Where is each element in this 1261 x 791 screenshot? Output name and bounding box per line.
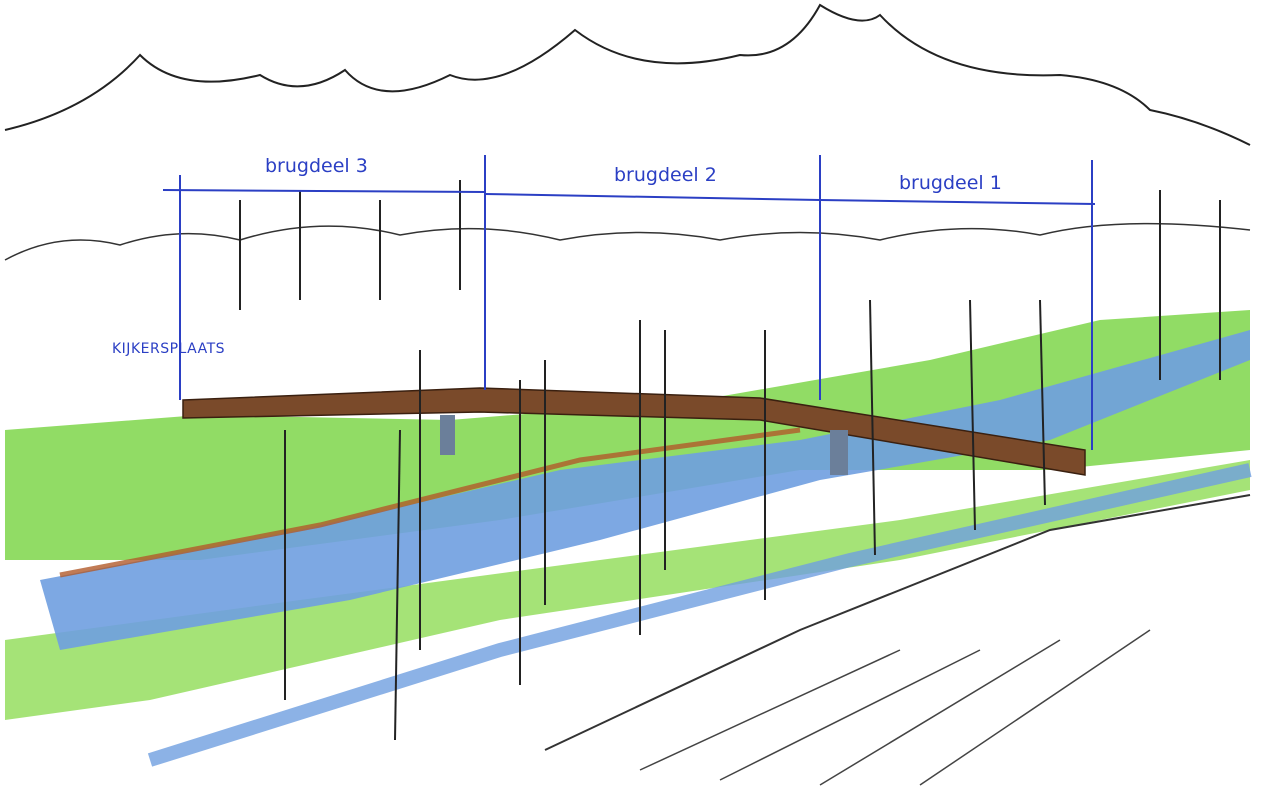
label-brugdeel-1: brugdeel 1 bbox=[899, 172, 1002, 194]
label-kijkersplaats: KIJKERSPLAATS bbox=[112, 341, 226, 357]
bridge-pier bbox=[830, 430, 848, 475]
grass-far bbox=[5, 310, 1250, 560]
label-brugdeel-2: brugdeel 2 bbox=[614, 164, 717, 186]
cloud-outline bbox=[4, 3, 1251, 146]
parking-lines bbox=[639, 629, 1151, 786]
trees bbox=[239, 180, 1221, 741]
treeline bbox=[4, 222, 1251, 261]
label-brugdeel-3: brugdeel 3 bbox=[265, 155, 368, 177]
fence bbox=[544, 494, 1251, 751]
canal-water bbox=[40, 330, 1250, 650]
road-stripe bbox=[147, 463, 1252, 767]
bridge-deck bbox=[182, 387, 1086, 476]
canal-bank bbox=[59, 427, 801, 578]
bridge-pier bbox=[440, 415, 455, 455]
grass-near bbox=[5, 460, 1250, 720]
dimension-lines bbox=[162, 155, 1096, 450]
